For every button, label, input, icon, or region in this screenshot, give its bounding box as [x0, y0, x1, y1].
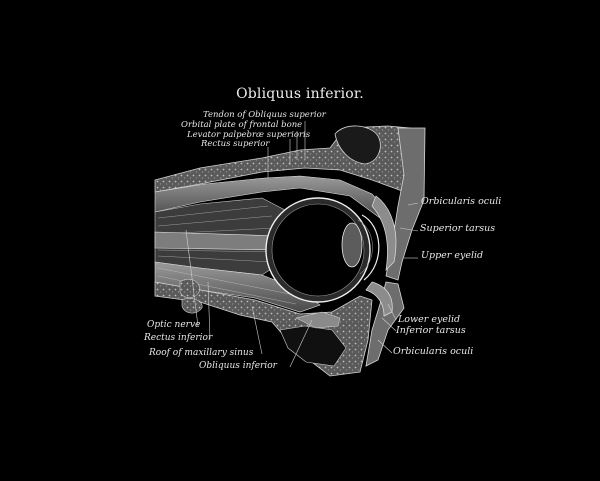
label-inferior-tarsus: Inferior tarsus: [396, 325, 466, 336]
label-orbicularis-oculi-bottom: Orbicularis oculi: [393, 346, 474, 357]
label-obliquus-inferior: Obliquus inferior: [199, 361, 277, 371]
label-lower-eyelid: Lower eyelid: [398, 314, 461, 325]
label-roof-maxillary-sinus: Roof of maxillary sinus: [149, 348, 254, 358]
label-rectus-superior: Rectus superior: [201, 139, 270, 149]
label-levator-palpebrae: Levator palpebræ superioris: [187, 130, 311, 140]
eyeball: [265, 197, 380, 303]
label-superior-tarsus: Superior tarsus: [420, 223, 496, 234]
lower-eyelid-shape: [365, 281, 393, 317]
label-orbicularis-oculi-top: Orbicularis oculi: [421, 196, 502, 207]
label-orbital-plate-frontal-bone: Orbital plate of frontal bone: [181, 120, 303, 130]
label-optic-nerve: Optic nerve: [147, 320, 201, 330]
maxillary-sinus-shape: [279, 325, 347, 367]
leader-lines: [185, 121, 419, 368]
label-rectus-inferior: Rectus inferior: [144, 333, 213, 343]
upper-eyelid-shape: [371, 195, 397, 272]
label-upper-eyelid: Upper eyelid: [421, 250, 484, 261]
figure-title: Obliquus inferior.: [236, 86, 364, 102]
obliquus-inferior-shape: [295, 311, 341, 329]
frontal-sinus-shape: [334, 125, 381, 165]
lower-lid-skin-shape: [365, 281, 405, 367]
label-tendon-obliquus-superior: Tendon of Obliquus superior: [203, 110, 326, 120]
